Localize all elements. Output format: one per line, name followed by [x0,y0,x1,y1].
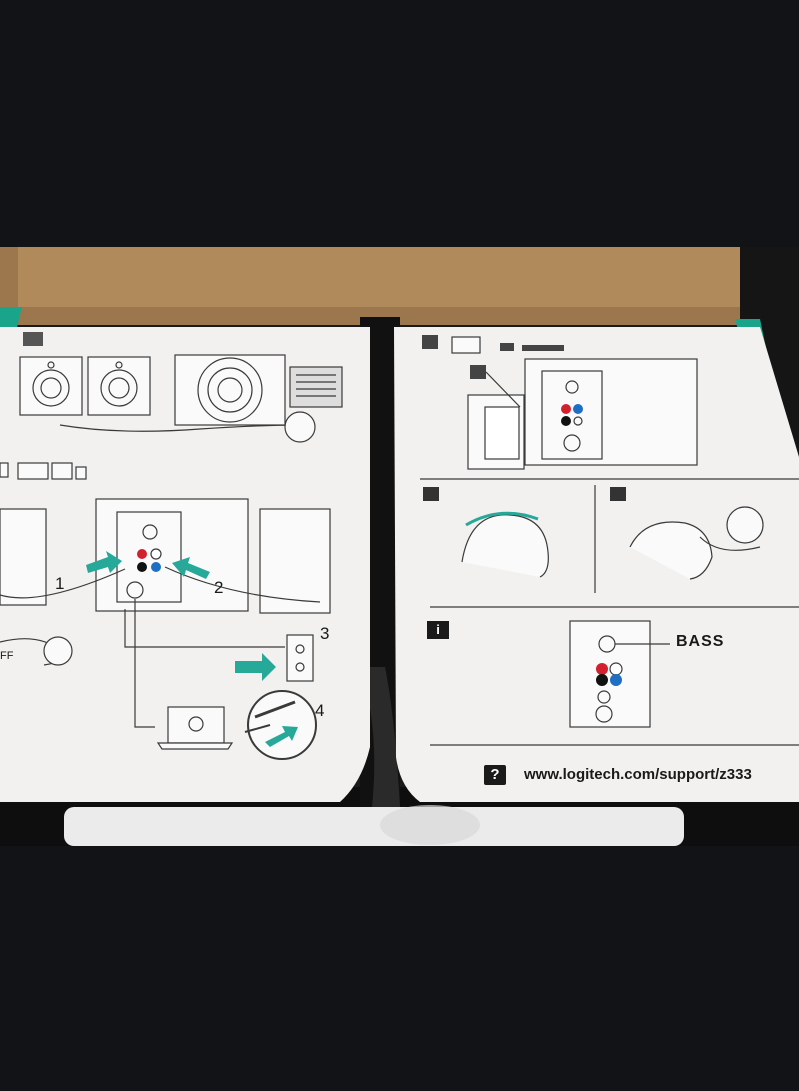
arrow-3 [235,653,276,681]
headphone-badge [610,487,626,501]
cardboard-inner [18,247,744,307]
tv-icon [451,336,481,354]
left-speaker [19,356,83,416]
right-speaker [87,356,151,416]
laptop [167,706,225,744]
wall-outlet [286,634,314,682]
bass-label: BASS [676,633,725,650]
step-2-label: 2 [214,578,224,597]
power-icon [188,716,204,732]
step-4-label: 4 [315,701,325,720]
headphone-pod [629,521,713,580]
power-socket [126,581,144,599]
info-icon: i [427,621,449,639]
phone-icon [75,466,87,480]
tablet-icon [51,462,73,480]
volume-knob [461,514,549,578]
step-3-label: 3 [320,624,330,643]
step-1-label: 1 [55,574,65,593]
scene-drawing [0,247,799,846]
arrow-4 [265,726,298,747]
volume-badge [423,487,439,501]
right-speaker-outline [259,508,331,614]
right-sheet-drawings [420,335,799,746]
teal-arrows-left [86,551,298,747]
manual-card [289,366,343,408]
off-label: FF [0,650,14,662]
support-url: www.logitech.com/support/z333 [524,766,752,783]
lower-panel [64,807,684,846]
volume-pod [284,411,316,443]
black-jack [137,562,147,572]
arrow-2 [172,557,210,579]
monitor-icon [17,462,49,480]
blue-jack [151,562,161,572]
subwoofer [174,354,286,426]
red-jack [137,549,147,559]
devices-list [484,406,520,460]
arrow-1 [86,551,122,573]
left-sheet-drawings [0,332,343,760]
photo-scene: 1 2 3 4 FF BASS i ? www.logitech.com/sup… [0,247,799,846]
help-icon: ? [484,765,506,785]
zoom-circle [247,690,317,760]
headphone-circle [726,506,764,544]
sheet-icon-square [23,332,43,346]
